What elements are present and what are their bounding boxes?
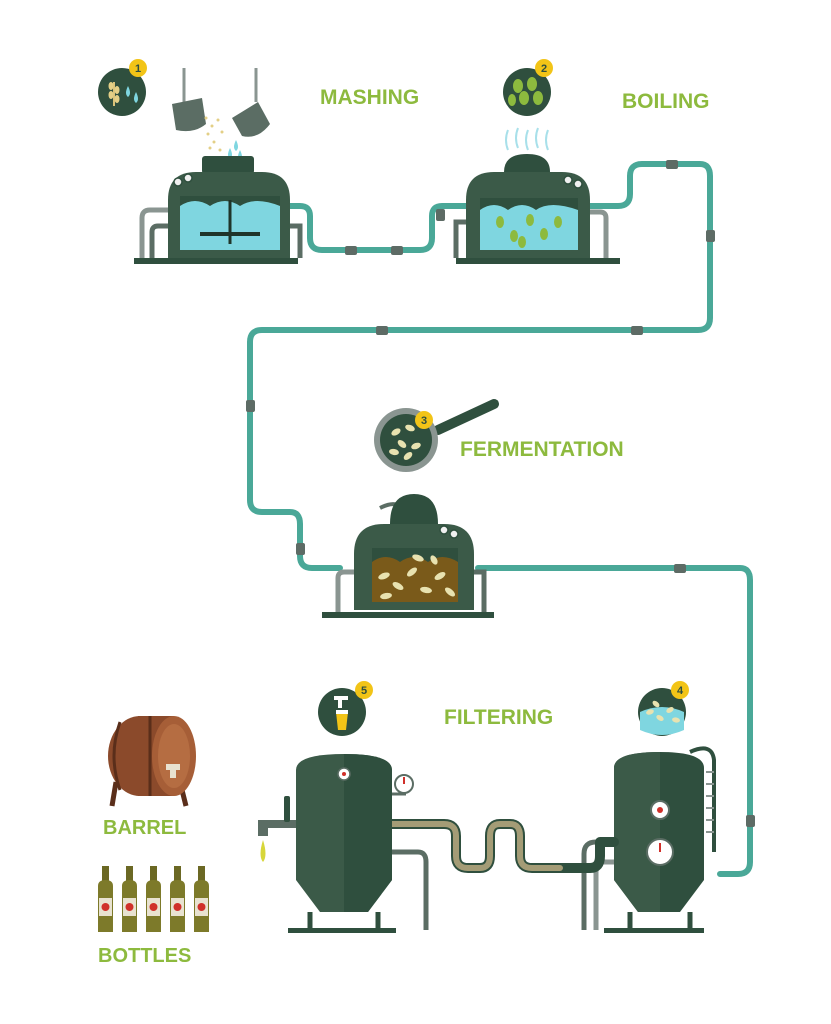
boiling-label: BOILING: [622, 90, 710, 113]
step-2-number: 2: [541, 63, 547, 75]
boiling-step-icon: 2: [503, 59, 553, 116]
pipe-joints: [246, 160, 755, 827]
hops-icon: [508, 77, 543, 106]
fermentation-step-icon: 3: [374, 399, 499, 472]
beer-tap-glass-icon: [334, 696, 348, 730]
bright-step-icon: 5: [318, 681, 373, 736]
fermentation-tank: [322, 494, 494, 618]
bottles-label: BOTTLES: [98, 945, 191, 967]
bottles-illustration: [98, 866, 209, 932]
bottle: [122, 866, 137, 932]
main-pipe: [247, 161, 753, 877]
mashing-label: MASHING: [320, 86, 419, 109]
filter-coil-pipe: [387, 819, 619, 873]
filter-step-icon: 4: [638, 681, 689, 736]
bottle: [98, 866, 113, 932]
beer-tap: [258, 796, 296, 862]
step-5-number: 5: [361, 685, 367, 697]
barrel-illustration: [108, 716, 196, 807]
mashing-step-icon: 1: [98, 59, 147, 116]
yeast-pan-icon: [389, 424, 421, 460]
fermentation-label: FERMENTATION: [460, 438, 624, 461]
filter-tank: [581, 746, 716, 933]
steam-lines: [505, 127, 549, 151]
mashing-hoppers: [172, 68, 270, 161]
filtering-label: FILTERING: [444, 706, 553, 729]
step-4-number: 4: [677, 685, 684, 697]
step-3-number: 3: [421, 415, 427, 427]
mashing-tank: [134, 156, 303, 264]
step-1-number: 1: [135, 63, 141, 75]
bright-tank: [258, 754, 429, 933]
bottle: [194, 866, 209, 932]
bottle: [170, 866, 185, 932]
boiling-tank: [453, 154, 620, 264]
barrel-label: BARREL: [103, 817, 186, 839]
filter-sediment-icon: [640, 700, 684, 735]
grain-water-icon: [108, 82, 138, 106]
bottle: [146, 866, 161, 932]
